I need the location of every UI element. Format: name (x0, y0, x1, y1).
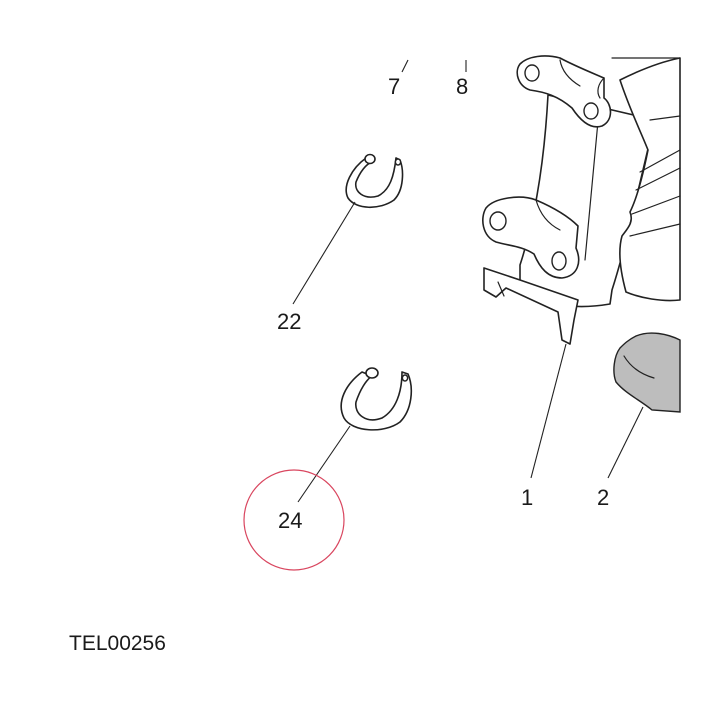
leader-line-24 (297, 425, 351, 503)
leader-line-2 (607, 406, 644, 479)
mounting-pad-part-2 (613, 332, 681, 413)
upper-ear-hole-right (583, 102, 599, 120)
callout-24: 24 (278, 508, 303, 533)
upper-ear-hole-left (524, 64, 540, 82)
callout-7: 7 (388, 74, 401, 99)
callout-1: 1 (521, 485, 534, 510)
lower-ear-hole-left (489, 211, 507, 231)
lower-ear-hole-right (551, 251, 567, 271)
u-clip-part-24 (340, 367, 413, 431)
leader-line-7 (401, 59, 409, 73)
u-clip-part-22 (345, 153, 404, 209)
leader-line-22 (292, 201, 356, 305)
callout-2: 2 (597, 485, 610, 510)
callout-22: 22 (277, 309, 302, 334)
reference-code: TEL00256 (69, 632, 166, 655)
highlight-circle (243, 469, 345, 571)
leader-line-1 (530, 343, 567, 479)
column-bracket-part-1 (482, 55, 681, 345)
callout-8: 8 (456, 74, 469, 99)
